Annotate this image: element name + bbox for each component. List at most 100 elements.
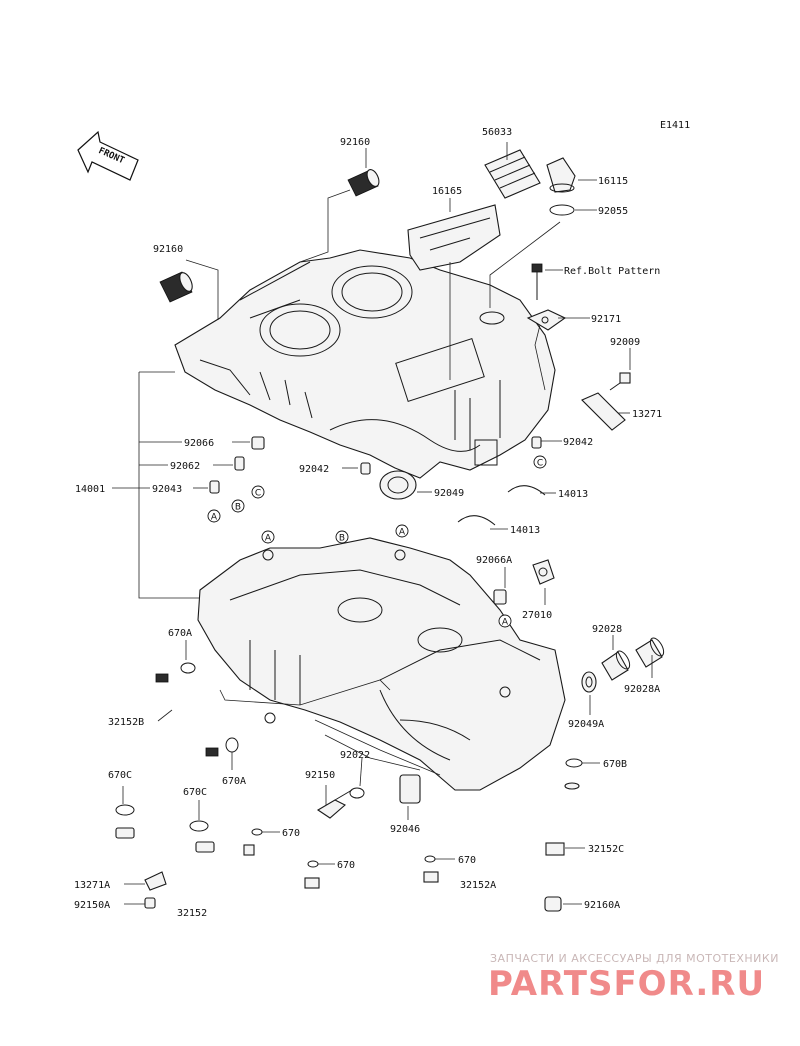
ref-bolt-pattern-label: Ref.Bolt Pattern (564, 266, 660, 277)
part-92046-bushing (399, 774, 421, 804)
part-92062 (234, 456, 245, 471)
label-670A-bottom: 670A (222, 776, 246, 787)
label-670-2: 670 (337, 860, 355, 871)
label-670-1: 670 (282, 828, 300, 839)
part-32152-pipe (115, 827, 215, 881)
marker-b1: B (231, 499, 245, 513)
part-labels: 92160 56033 16115 16165 92055 92160 Ref.… (74, 127, 662, 919)
label-670C-left: 670C (108, 770, 132, 781)
part-92049-seal (379, 470, 417, 500)
label-27010: 27010 (522, 610, 552, 621)
label-92150: 92150 (305, 770, 335, 781)
part-670B (565, 758, 583, 768)
part-92150-bolt (316, 789, 353, 819)
label-92043: 92043 (152, 484, 182, 495)
part-92150A-bolt (144, 897, 156, 909)
label-13271: 13271 (632, 409, 662, 420)
marker-c2: C (533, 455, 547, 469)
label-14013-b: 14013 (510, 525, 540, 536)
part-bolt-ref (531, 263, 543, 300)
label-92150A: 92150A (74, 900, 110, 911)
part-92042-left (360, 462, 371, 475)
part-92066 (251, 436, 265, 450)
part-92160A (544, 896, 562, 912)
marker-a1: A (207, 509, 221, 523)
label-16115: 16115 (598, 176, 628, 187)
label-92062: 92062 (170, 461, 200, 472)
part-92042-right (531, 436, 542, 449)
lower-crankcase (197, 537, 566, 791)
part-670-2 (307, 860, 319, 868)
part-670A-bottom (225, 737, 239, 753)
marker-c1: C (251, 485, 265, 499)
part-92043 (209, 480, 220, 494)
label-92009: 92009 (610, 337, 640, 348)
label-670-3: 670 (458, 855, 476, 866)
label-92028A: 92028A (624, 684, 660, 695)
part-27010-switch (532, 559, 555, 585)
label-92160-top: 92160 (340, 137, 370, 148)
part-92066A (493, 589, 507, 605)
part-32152A-pipe (243, 844, 439, 889)
label-92066: 92066 (184, 438, 214, 449)
label-14013-a: 14013 (558, 489, 588, 500)
svg-text:A: A (502, 618, 509, 628)
label-92160A: 92160A (584, 900, 620, 911)
part-32152B-pipe (155, 673, 219, 757)
label-92055: 92055 (598, 206, 628, 217)
marker-a3: A (395, 524, 409, 538)
svg-text:B: B (235, 503, 241, 513)
svg-text:A: A (399, 528, 406, 538)
label-56033: 56033 (482, 127, 512, 138)
label-16165: 16165 (432, 186, 462, 197)
part-56033-sticker (484, 149, 541, 199)
label-92042-right: 92042 (563, 437, 593, 448)
watermark-tagline: ЗАПЧАСТИ И АКСЕССУАРЫ ДЛЯ МОТОТЕХНИКИ (490, 952, 779, 965)
diagram-id: E1411 (660, 120, 690, 131)
label-92046: 92046 (390, 824, 420, 835)
svg-text:C: C (537, 459, 543, 469)
upper-crankcase (174, 249, 556, 479)
part-14013-b (457, 515, 496, 526)
part-16165-breather-plate (407, 204, 501, 271)
part-14013-a (507, 485, 546, 496)
marker-a4: A (498, 614, 512, 628)
part-92160-top (347, 169, 380, 197)
part-16115-oil-cap (546, 157, 576, 193)
part-92028 (601, 650, 631, 681)
part-670C-right (189, 820, 209, 832)
part-92028A (635, 637, 665, 668)
marker-a2: A (261, 530, 275, 544)
label-670C-right: 670C (183, 787, 207, 798)
watermark-brand: PARTSFOR.RU (488, 964, 765, 1004)
svg-text:A: A (265, 534, 272, 544)
label-32152B: 32152B (108, 717, 144, 728)
part-32152C-pipe (545, 782, 580, 881)
svg-text:B: B (339, 534, 345, 544)
label-32152C: 32152C (588, 844, 624, 855)
part-92022 (349, 787, 365, 799)
label-13271A: 13271A (74, 880, 110, 891)
label-32152A: 32152A (460, 880, 496, 891)
part-92049A (581, 671, 597, 693)
label-92171: 92171 (591, 314, 621, 325)
label-92028: 92028 (592, 624, 622, 635)
part-670C-left (115, 804, 135, 816)
label-92042-left: 92042 (299, 464, 329, 475)
label-92049: 92049 (434, 488, 464, 499)
label-670B: 670B (603, 759, 627, 770)
part-92160-left (159, 271, 193, 303)
part-13271A-bracket (144, 871, 167, 891)
label-14001: 14001 (75, 484, 105, 495)
leader-lines (112, 142, 653, 905)
svg-text:A: A (211, 513, 218, 523)
label-92022: 92022 (340, 750, 370, 761)
part-92055-oring (549, 204, 575, 216)
part-13271-plate (581, 392, 626, 431)
label-670A-top: 670A (168, 628, 192, 639)
part-670-3 (424, 855, 436, 863)
part-670A-top (180, 662, 196, 674)
label-92049A: 92049A (568, 719, 604, 730)
front-arrow-icon: FRONT (77, 130, 139, 181)
